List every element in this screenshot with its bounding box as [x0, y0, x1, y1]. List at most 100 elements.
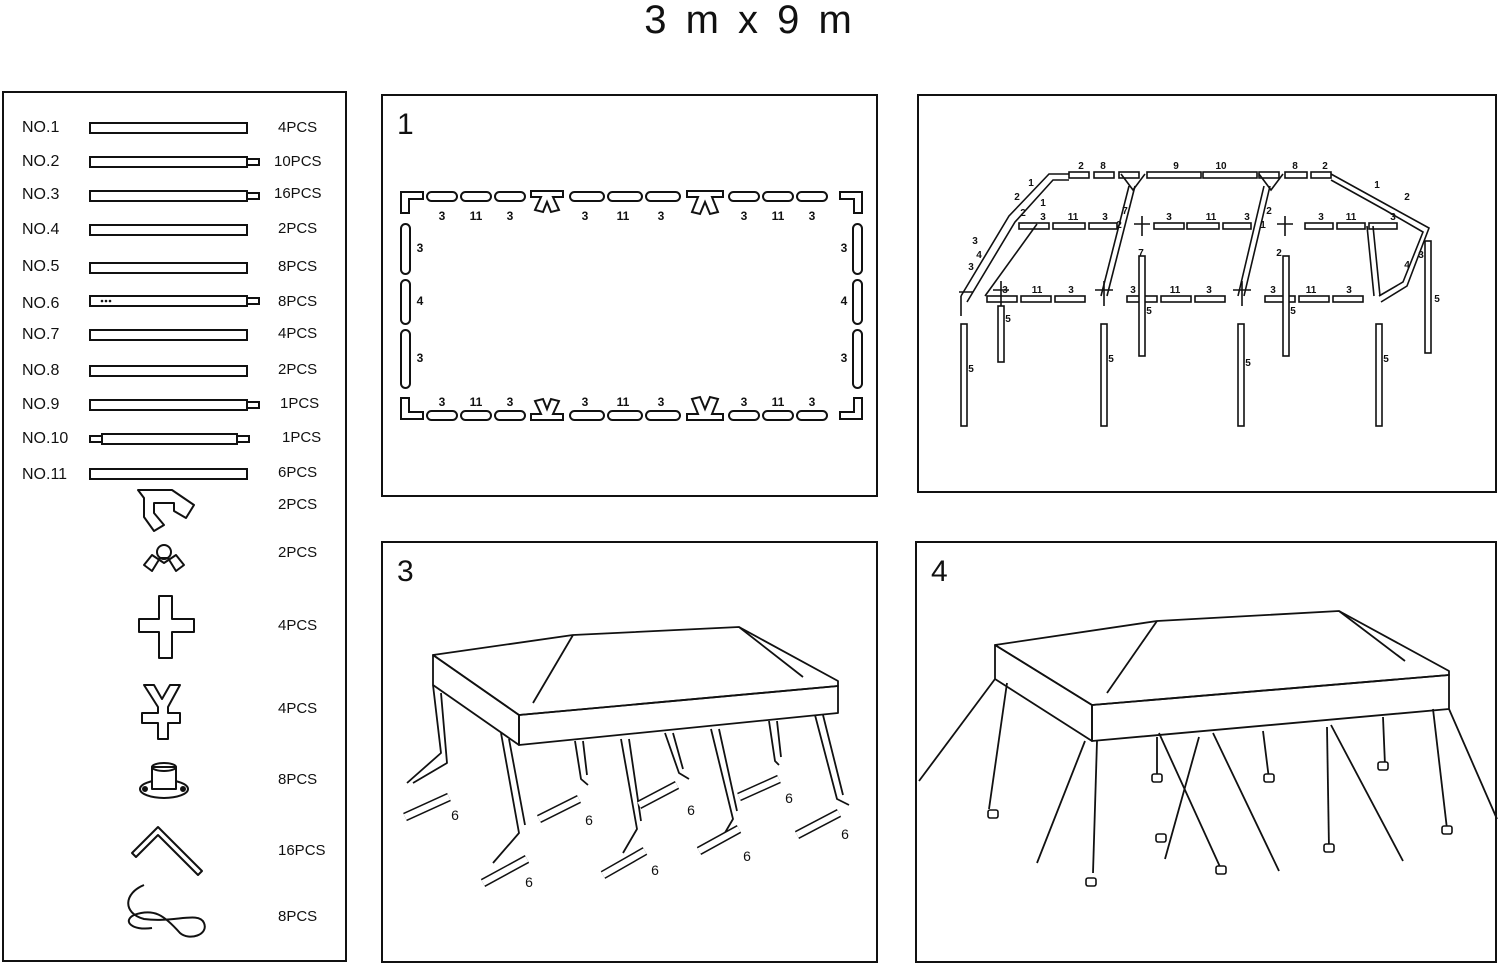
tube-number-label: 8: [1100, 161, 1106, 172]
pole-no6-inner: [481, 856, 529, 886]
part-qty: 6PCS: [278, 464, 318, 481]
part-label: NO.3: [22, 186, 60, 203]
foot-plate-icon: [1323, 843, 1335, 853]
tube-number-label: 1: [1040, 198, 1046, 209]
parts-drawings: [89, 122, 260, 938]
tube-number-label: 2: [1116, 220, 1122, 231]
tube-number-label: 3: [417, 241, 424, 255]
tube-number-label: 11: [1346, 212, 1357, 223]
tube-number-label: 4: [976, 250, 982, 261]
tube-no2-icon: [89, 156, 248, 168]
tube-number-label: 11: [470, 209, 483, 223]
part-label: NO.2: [22, 153, 60, 170]
tube-number-label: 2: [1404, 192, 1410, 203]
tube-number-label: 11: [1170, 285, 1181, 296]
tube-number-label: 11: [617, 395, 630, 409]
connector-qty: 2PCS: [278, 544, 318, 561]
tube-number-label: 11: [617, 209, 630, 223]
connector-qty: 4PCS: [278, 700, 318, 717]
tube-number-label: 3: [582, 395, 589, 409]
part-qty: 4PCS: [278, 119, 318, 136]
tube-no9-icon: [89, 399, 248, 411]
canopy: [994, 610, 1450, 706]
part-label: NO.11: [22, 466, 68, 483]
pole-no6-inner: [537, 796, 581, 822]
part-label: NO.4: [22, 221, 60, 238]
pole-number-label: 6: [687, 802, 695, 818]
tube-number-label: 3: [1270, 285, 1276, 296]
y-connector-icon: [686, 190, 724, 216]
tube-number-label: 3: [1068, 285, 1074, 296]
pole-no6-inner: [403, 794, 451, 820]
step-number: 1: [397, 108, 414, 141]
tube-number-label: 2: [1078, 161, 1084, 172]
tube-no8-icon: [89, 365, 248, 377]
tube-number-label: 11: [470, 395, 483, 409]
pole-no6-inner: [795, 810, 841, 838]
foot-plate-icon: [139, 762, 189, 799]
step-4-drawing: [918, 610, 1498, 887]
tube-number-label: 3: [507, 395, 514, 409]
tube-number-label: 7: [1138, 248, 1144, 259]
part-label: NO.1: [22, 119, 60, 136]
tube-number-label: 5: [968, 364, 974, 375]
part-qty: 4PCS: [278, 325, 318, 342]
stake-icon: [131, 826, 203, 876]
tube-number-label: 3: [582, 209, 589, 223]
tube-number-label: 1: [1260, 220, 1266, 231]
tube-number-label: 3: [1166, 212, 1172, 223]
tube-number-label: 11: [1306, 285, 1317, 296]
y-connector-icon: [686, 395, 724, 421]
corner-connector-icon: [839, 397, 863, 420]
tube-number-label: 3: [1040, 212, 1046, 223]
tube-number-label: 2: [1322, 161, 1328, 172]
tube-number-label: 3: [1002, 285, 1008, 296]
tube-number-label: 3: [972, 236, 978, 247]
part-qty: 10PCS: [274, 153, 322, 170]
tube-number-label: 5: [1383, 354, 1389, 365]
part-qty: 8PCS: [278, 293, 318, 310]
tube-number-label: 11: [1032, 285, 1043, 296]
tube-number-label: 10: [1215, 161, 1227, 172]
foot-plate-icon: [1155, 833, 1167, 843]
tube-number-label: 11: [772, 209, 785, 223]
foot-plate-icon: [1215, 865, 1227, 875]
part-label: NO.10: [22, 430, 69, 447]
tube-number-label: 5: [1005, 314, 1011, 325]
tube-number-label: 7: [1122, 206, 1128, 217]
pole-number-label: 6: [785, 790, 793, 806]
connector-qty: 2PCS: [278, 496, 318, 513]
tube-no11-icon: [89, 468, 248, 480]
tube-number-label: 3: [741, 209, 748, 223]
tube-number-label: 4: [417, 294, 424, 308]
foot-plate-icon: [1151, 773, 1163, 783]
tube-number-label: 3: [809, 395, 816, 409]
tube-number-label: 3: [1390, 212, 1396, 223]
page-title: 3 m x 9 m: [644, 0, 856, 42]
tube-number-label: 3: [439, 209, 446, 223]
tube-number-label: 3: [658, 209, 665, 223]
part-label: NO.9: [22, 396, 60, 413]
parts-list-panel: [2, 91, 347, 962]
tube-number-label: 2: [1276, 248, 1282, 259]
tube-number-label: 11: [1206, 212, 1217, 223]
y-connector-icon: [530, 190, 564, 214]
tube-number-label: 3: [507, 209, 514, 223]
pole-number-label: 6: [743, 848, 751, 864]
tube-number-label: 2: [1020, 208, 1026, 219]
connector-qty: 16PCS: [278, 842, 326, 859]
tube-number-label: 3: [741, 395, 748, 409]
pole-no6-inner: [697, 826, 741, 854]
part-qty: 1PCS: [282, 429, 322, 446]
corner-connector-icon: [137, 489, 195, 532]
tube-number-label: 1: [1374, 180, 1380, 191]
tube-number-label: 4: [841, 294, 848, 308]
tube-number-label: 3: [1206, 285, 1212, 296]
tube-no7-icon: [89, 329, 248, 341]
tube-number-label: 3: [841, 351, 848, 365]
tube-number-label: 3: [1102, 212, 1108, 223]
tube-number-label: 8: [1292, 161, 1298, 172]
